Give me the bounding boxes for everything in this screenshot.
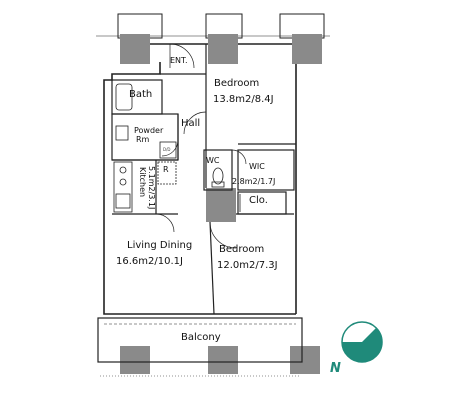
entrance-label: ENT. <box>170 56 188 65</box>
interior-walls <box>111 44 296 315</box>
kitchen-name: Kitchen <box>138 167 147 198</box>
structural-columns <box>120 34 322 374</box>
wic-name: WIC <box>249 162 265 171</box>
powder-room-line2: Rm <box>136 135 150 144</box>
refrigerator-label: R <box>163 165 169 174</box>
bedroom2-name: Bedroom <box>219 244 265 255</box>
closet-label: Clo. <box>249 195 268 206</box>
living-dining-area: 16.6m2/10.1J <box>116 256 183 267</box>
balcony-label: Balcony <box>181 332 221 343</box>
washer-dryer-label: D/D <box>163 147 171 152</box>
balcony-outline <box>97 317 303 377</box>
compass-icon <box>341 321 383 363</box>
bedroom1-name: Bedroom <box>214 78 260 89</box>
wic-area: 2.8m2/1.7J <box>232 177 276 186</box>
living-dining-name: Living Dining <box>127 240 193 251</box>
fixtures <box>113 83 241 213</box>
hall-label: Hall <box>181 118 201 129</box>
kitchen-area: 5.1m2/3.1J <box>147 166 156 210</box>
wc-label: WC <box>206 156 220 165</box>
bedroom1-area: 13.8m2/8.4J <box>213 94 274 105</box>
doors <box>155 43 247 249</box>
powder-room-line1: Powder <box>134 126 164 135</box>
bath-label: Bath <box>129 89 153 100</box>
compass-north-label: N <box>330 361 341 376</box>
bedroom2-area: 12.0m2/7.3J <box>217 260 278 271</box>
